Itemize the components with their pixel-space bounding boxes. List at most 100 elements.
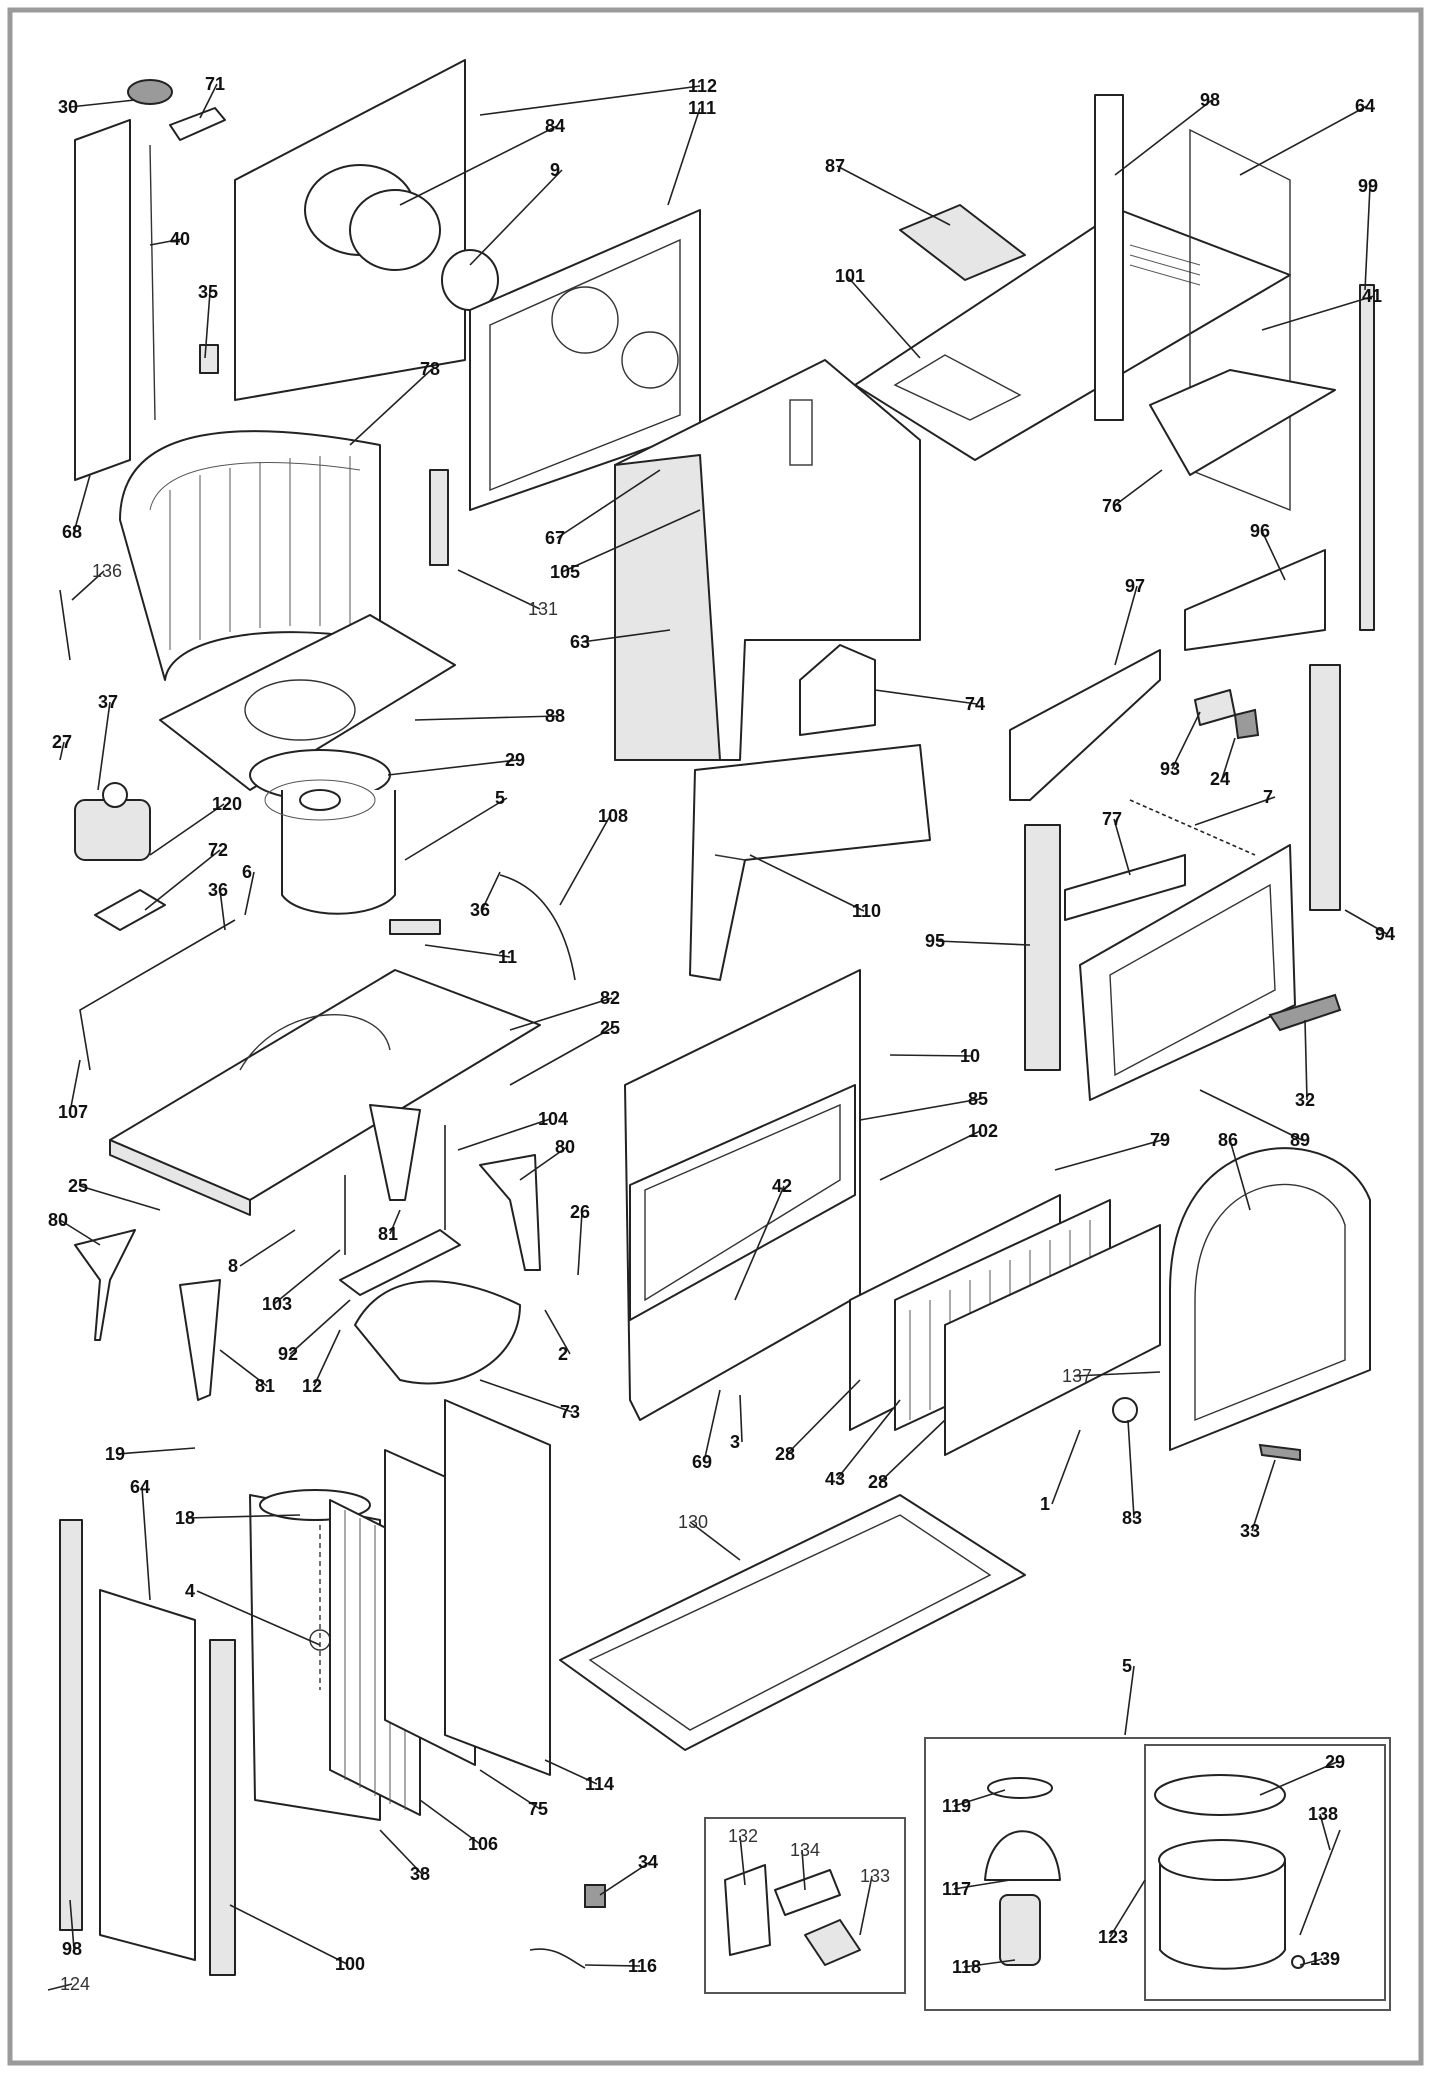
detail-132-134-133 <box>724 1864 861 1966</box>
strip-95 <box>1024 824 1061 1071</box>
callout-label-18: 18 <box>175 1508 195 1528</box>
door-86 <box>1169 1147 1371 1451</box>
handle-32 <box>1268 993 1342 1032</box>
callout-label-77: 77 <box>1102 809 1122 829</box>
callout-label-5: 5 <box>495 788 505 808</box>
callout-label-97: 97 <box>1125 576 1145 596</box>
callout-label-2: 2 <box>558 1344 568 1364</box>
callout-label-36: 36 <box>208 880 228 900</box>
callout-label-26: 26 <box>570 1202 590 1222</box>
callout-label-84: 84 <box>545 116 565 136</box>
callout-leader-4 <box>196 1590 321 1646</box>
callout-leader-104 <box>457 1118 551 1151</box>
callout-leader-80 <box>59 1219 101 1246</box>
callout-label-43: 43 <box>825 1469 845 1489</box>
outer-frame <box>7 7 1424 2066</box>
callout-leader-36 <box>219 889 226 931</box>
callout-leader-38 <box>379 1829 423 1875</box>
callout-leader-96 <box>1261 530 1286 581</box>
callout-leader-33 <box>1251 1459 1276 1532</box>
callout-leader-85 <box>859 1098 981 1121</box>
callout-label-33: 33 <box>1240 1521 1260 1541</box>
callout-label-78: 78 <box>420 359 440 379</box>
callout-leader-117 <box>953 1879 1011 1890</box>
switch-93 <box>1194 689 1236 726</box>
channel-110 <box>689 744 931 981</box>
callout-leader-132 <box>739 1835 746 1886</box>
callout-leader-28 <box>879 1419 946 1483</box>
callout-label-74: 74 <box>965 694 985 714</box>
callout-leader-131 <box>457 569 541 610</box>
callout-leader-10 <box>889 1054 973 1057</box>
callout-leader-98 <box>1114 99 1213 176</box>
back-panel-112 <box>234 59 499 401</box>
callout-leader-63 <box>581 629 671 643</box>
callout-leader-112 <box>479 85 701 116</box>
bracket-71 <box>169 107 226 141</box>
callout-leader-73 <box>479 1379 573 1413</box>
callout-leader-26 <box>577 1211 583 1276</box>
callout-leader-106 <box>419 1799 481 1845</box>
callout-leader-6 <box>244 871 255 916</box>
callout-leader-88 <box>414 715 558 721</box>
callout-leader-81 <box>389 1209 401 1235</box>
callout-leader-118 <box>963 1959 1016 1968</box>
rod-136 <box>59 589 71 661</box>
callout-leader-80 <box>519 1146 568 1181</box>
callout-label-19: 19 <box>105 1444 125 1464</box>
callout-leader-37 <box>97 701 111 791</box>
callout-label-103: 103 <box>262 1294 292 1314</box>
callout-leader-108 <box>559 815 611 906</box>
part-116 <box>529 1948 586 1969</box>
callout-label-100: 100 <box>335 1954 365 1974</box>
strip-99 <box>1359 284 1375 631</box>
callout-leader-123 <box>1109 1879 1146 1938</box>
callout-label-29: 29 <box>1325 1752 1345 1772</box>
callout-leader-110 <box>749 854 865 912</box>
strip-100 <box>209 1639 236 1976</box>
callout-label-32: 32 <box>1295 1090 1315 1110</box>
pan-130 <box>559 1494 1026 1751</box>
callout-leader-24 <box>1221 737 1236 780</box>
callout-leader-2 <box>544 1309 571 1355</box>
callout-leader-30 <box>69 99 136 108</box>
hose-108 <box>499 874 576 981</box>
callout-leader-34 <box>599 1861 651 1896</box>
callout-label-96: 96 <box>1250 521 1270 541</box>
callout-leader-76 <box>1113 469 1163 507</box>
glass-assembly <box>849 1194 1161 1456</box>
body-63 <box>614 359 921 761</box>
callout-leader-116 <box>584 1964 641 1967</box>
callout-leader-25 <box>509 1027 613 1086</box>
cover-77 <box>1064 854 1186 921</box>
callout-label-27: 27 <box>52 732 72 752</box>
callout-label-101: 101 <box>835 266 865 286</box>
clip-83 <box>1112 1397 1138 1423</box>
callout-label-88: 88 <box>545 706 565 726</box>
callout-leader-102 <box>879 1130 981 1181</box>
callout-leader-27 <box>59 741 65 761</box>
panel-68 <box>74 119 219 481</box>
callout-leader-111 <box>667 107 701 206</box>
heat-shield-78 <box>119 430 381 681</box>
callout-label-108: 108 <box>598 806 628 826</box>
strip-131 <box>429 469 449 566</box>
callout-leader-95 <box>936 940 1031 946</box>
callout-label-139: 139 <box>1310 1949 1340 1969</box>
callout-leader-107 <box>69 1059 81 1113</box>
panel-74 <box>799 644 876 736</box>
callout-leader-103 <box>273 1249 341 1305</box>
callout-label-35: 35 <box>198 282 218 302</box>
callout-label-118: 118 <box>952 1957 981 1977</box>
callout-label-37: 37 <box>98 692 118 712</box>
callout-label-98: 98 <box>1200 90 1220 110</box>
callout-leader-18 <box>186 1514 301 1519</box>
callout-label-120: 120 <box>212 794 242 814</box>
callout-leader-136 <box>71 570 105 601</box>
callout-leader-32 <box>1304 1019 1308 1101</box>
callout-label-136: 136 <box>92 561 122 581</box>
callout-leader-69 <box>703 1389 721 1463</box>
callout-leader-25 <box>79 1185 161 1211</box>
callout-label-11: 11 <box>498 947 517 967</box>
callout-leader-94 <box>1344 909 1388 935</box>
